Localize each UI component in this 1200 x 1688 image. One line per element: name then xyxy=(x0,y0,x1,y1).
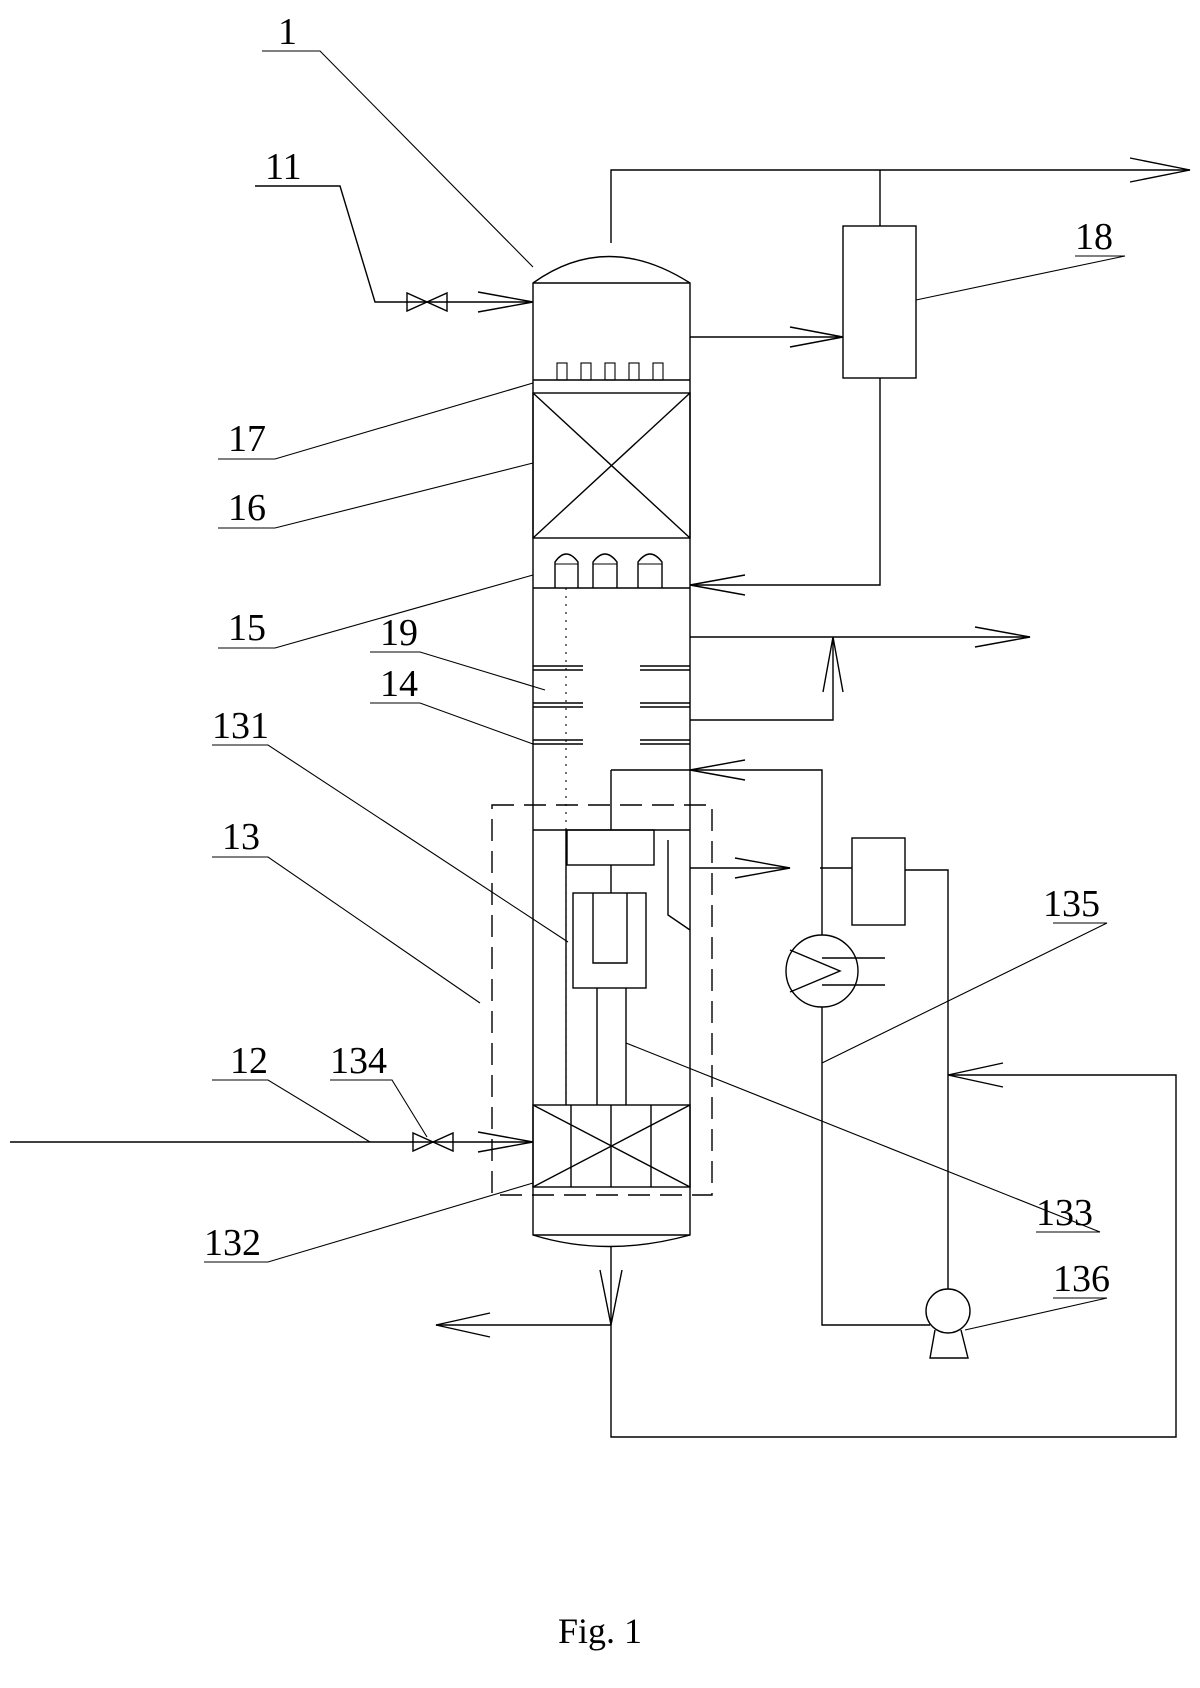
label-1: 1 xyxy=(278,11,297,53)
reactor-boundary xyxy=(491,804,713,1196)
bottoms-line xyxy=(435,1062,1177,1438)
label-131: 131 xyxy=(212,705,269,747)
label-14: 14 xyxy=(380,663,418,705)
label-13: 13 xyxy=(222,816,260,858)
label-132: 132 xyxy=(204,1222,261,1264)
circulation-loop xyxy=(689,759,971,1359)
label-135: 135 xyxy=(1043,883,1100,925)
column-vessel xyxy=(532,255,691,1248)
feed-line-12 xyxy=(10,1131,534,1153)
distributor xyxy=(533,362,690,381)
overhead-line xyxy=(610,157,1191,596)
label-19: 19 xyxy=(380,612,418,654)
label-136: 136 xyxy=(1053,1258,1110,1300)
label-16: 16 xyxy=(228,487,266,529)
packing-bed xyxy=(532,392,691,539)
internal-reactor-parts xyxy=(533,769,691,1105)
label-134: 134 xyxy=(330,1040,387,1082)
figure-caption: Fig. 1 xyxy=(558,1611,642,1651)
feed-line-11 xyxy=(255,185,534,313)
leader-lines xyxy=(204,50,1126,1331)
label-15: 15 xyxy=(228,607,266,649)
label-133: 133 xyxy=(1036,1192,1093,1234)
label-11: 11 xyxy=(265,146,302,188)
baffle-trays xyxy=(533,588,690,1105)
side-draw xyxy=(690,626,1031,721)
bottom-packing xyxy=(532,1104,691,1188)
label-17: 17 xyxy=(228,418,266,460)
bubble-cap-tray xyxy=(533,553,690,589)
label-12: 12 xyxy=(230,1040,268,1082)
label-18: 18 xyxy=(1075,216,1113,258)
